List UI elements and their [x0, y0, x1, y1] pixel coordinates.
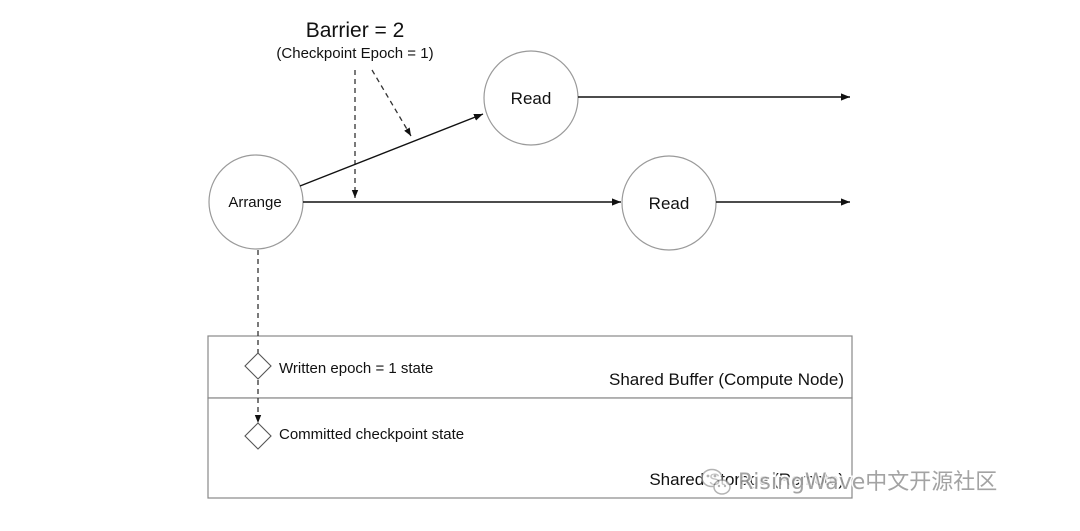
edge-arrange-to-read-upper: [299, 113, 484, 187]
read-node-upper: [483, 50, 579, 146]
shared-buffer-box: [207, 335, 853, 399]
barrier-subtitle: (Checkpoint Epoch = 1): [276, 45, 433, 62]
committed-state-diamond-icon: [244, 422, 272, 450]
wechat-icon: [701, 468, 731, 495]
shared-buffer-title: Shared Buffer (Compute Node): [609, 370, 844, 389]
watermark: RisingWave中文开源社区: [701, 468, 999, 497]
read-node-upper-label: Read: [511, 89, 552, 108]
read-node-lower-label: Read: [649, 194, 690, 213]
written-state-diamond-icon: [244, 352, 272, 380]
written-state-label: Written epoch = 1 state: [279, 360, 433, 377]
watermark-text: RisingWave中文开源社区: [738, 470, 997, 495]
barrier-arrow-to-upper-edge: [371, 69, 412, 137]
read-node-lower: [621, 155, 717, 251]
barrier-title: Barrier = 2: [306, 19, 405, 42]
committed-state-label: Committed checkpoint state: [279, 426, 464, 443]
shared-storage-box: [207, 397, 853, 499]
shared-storage-title: Shared Storage (Remote): [649, 470, 844, 489]
arrange-node-label: Arrange: [228, 194, 281, 211]
